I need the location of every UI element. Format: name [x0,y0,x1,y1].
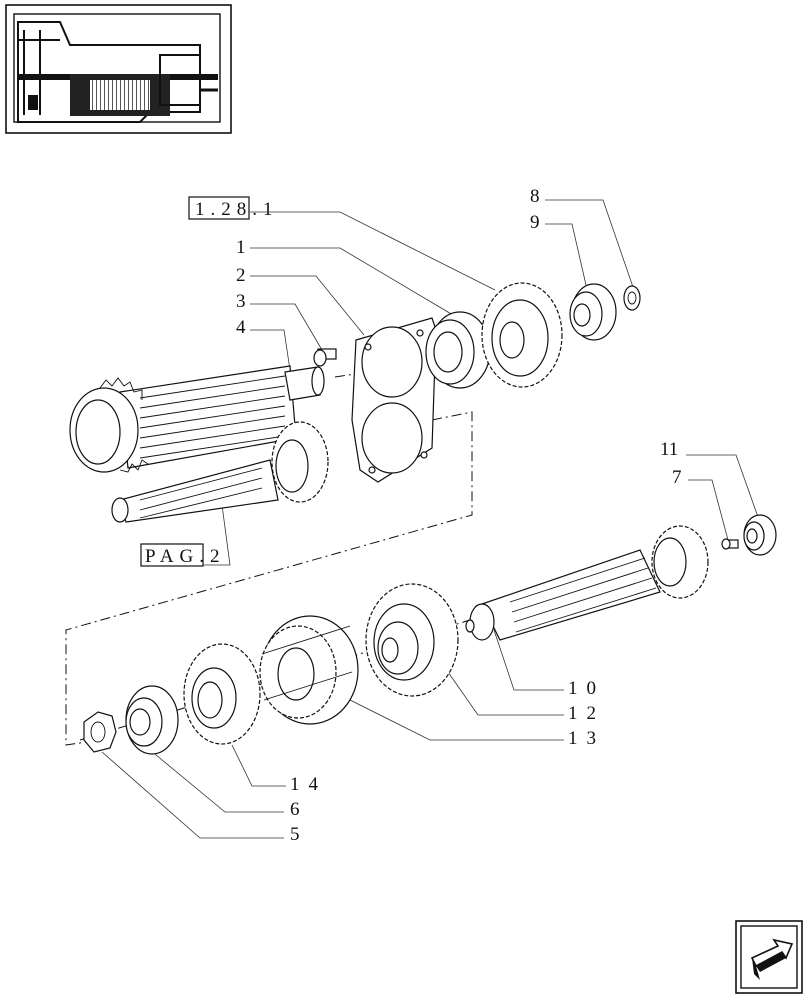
svg-text:11: 11 [660,439,678,460]
part-12-gear-cluster [365,583,459,697]
callout-2: 2 [236,265,365,336]
svg-text:3: 3 [236,291,246,312]
svg-text:5: 5 [290,824,300,845]
callout-14: 14 [231,744,327,795]
part-10-output-shaft [465,525,709,641]
part-7-pin [721,538,739,550]
callout-6: 6 [149,749,300,820]
assembly-boundary-line [65,411,473,746]
callout-9: 9 [530,212,587,286]
part-9-bearing [569,283,617,341]
callout-11: 11 [660,439,759,518]
callout-7: 7 [672,467,729,541]
part-6-bearing [125,685,179,755]
callout-1: 1 [236,237,459,319]
part-3-pin [313,348,337,367]
svg-text:9: 9 [530,212,540,233]
part-1-bearing [425,311,491,389]
reference-label-text: 1.28.1 [195,199,279,220]
callout-4: 4 [236,317,291,371]
svg-text:2: 2 [236,265,246,286]
callout-5: 5 [101,751,300,845]
svg-text:4: 4 [236,317,246,338]
svg-text:10: 10 [568,678,605,699]
transmission-thumbnail-icon[interactable] [5,4,232,134]
part-2-gasket-plate [351,317,437,483]
svg-text:7: 7 [672,467,682,488]
reference-label-1-28-1[interactable]: 1.28.1 [188,196,279,220]
callout-13: 13 [349,699,605,749]
page-reference-pag-2[interactable]: PAG.2 [140,504,231,567]
callout-8: 8 [530,186,635,291]
next-page-arrow-icon[interactable] [735,920,803,994]
part-11-bearing [743,514,777,556]
svg-text:1: 1 [236,237,246,258]
page-reference-text: PAG.2 [145,546,226,567]
callout-12: 12 [447,671,605,724]
svg-text:8: 8 [530,186,540,207]
secondary-shaft-pag-2 [111,421,329,523]
svg-text:12: 12 [568,703,605,724]
callout-10: 10 [493,629,605,699]
svg-text:6: 6 [290,799,300,820]
gear-reference-1-28-1 [481,282,563,388]
part-5-nut [83,711,117,753]
svg-text:14: 14 [290,774,327,795]
callout-3: 3 [236,291,323,351]
part-13-synchronizer [259,615,359,725]
part-14-gear [183,643,261,745]
part-8-circlip [623,285,641,311]
part-4-splined-shaft [69,365,325,473]
svg-text:13: 13 [568,728,605,749]
